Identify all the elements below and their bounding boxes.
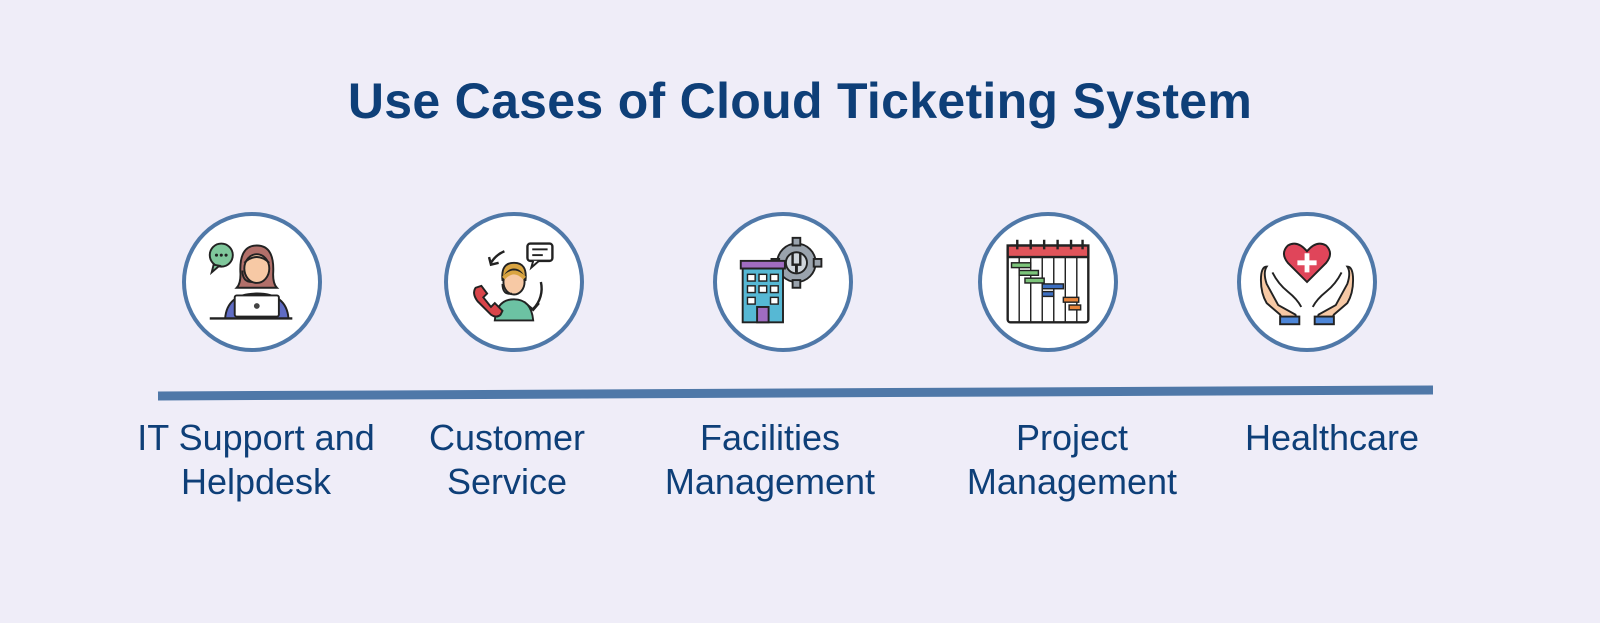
use-case-label-healthcare: Healthcare [1244,417,1420,458]
use-case-icon-circle [978,212,1118,352]
use-case-label-project-management: Project Management [966,417,1178,502]
use-case-icon-circle [182,212,322,352]
use-case-label-facilities-management: Facilities Management [664,417,876,502]
page-title: Use Cases of Cloud Ticketing System [347,73,1253,129]
helpdesk-agent-icon [208,242,293,320]
use-case-label-customer-service: Customer Service [428,417,586,502]
use-case-icon-circle [1237,212,1377,352]
use-case-icon-circle [713,212,853,352]
hands-heart-icon [1259,242,1355,326]
use-case-label-it-support: IT Support and Helpdesk [137,417,375,502]
call-center-agent-icon [473,242,554,322]
gantt-calendar-icon [1006,239,1090,324]
use-case-icon-circle [444,212,584,352]
building-gear-icon [739,236,823,324]
